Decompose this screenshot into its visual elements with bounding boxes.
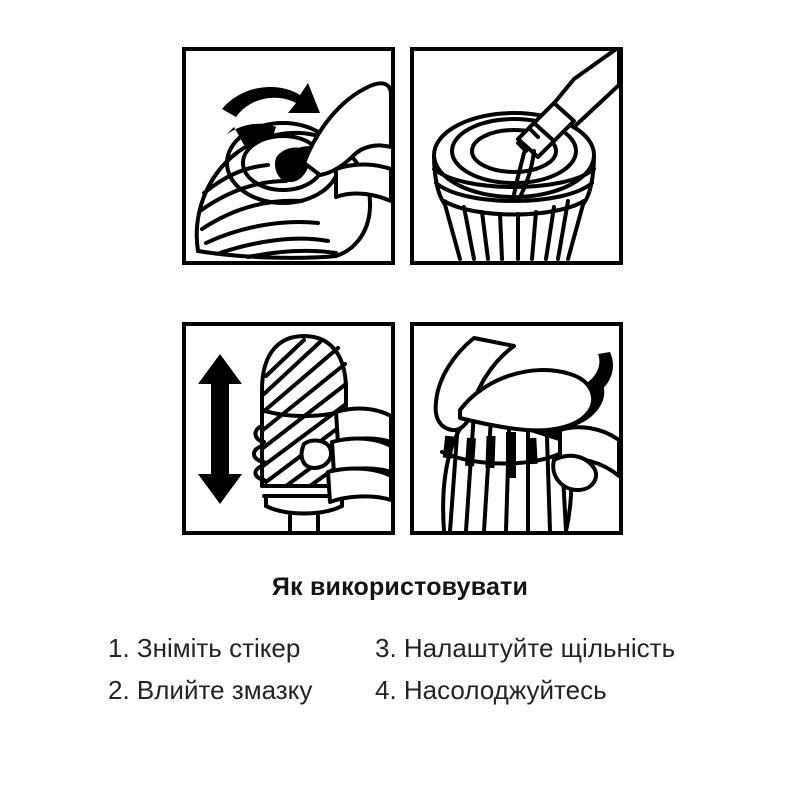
instruction-panel-1 — [182, 47, 395, 265]
pour-lubricant-icon — [432, 51, 619, 261]
steps-columns: 1. Зніміть стікер 2. Влийте змазку 3. На… — [0, 630, 800, 708]
page-title: Як використовувати — [271, 573, 529, 601]
step-item-3: 3. Налаштуйте щільність — [375, 633, 676, 663]
step-item-1: 1. Зніміть стікер — [108, 633, 301, 663]
instruction-panel-3 — [182, 322, 395, 535]
instruction-panel-grid — [182, 47, 623, 535]
peel-sticker-icon — [194, 81, 391, 260]
pull-arrow-icon — [222, 83, 320, 145]
caption-block: Як використовувати 1. Зніміть стікер 2. … — [0, 570, 800, 708]
updown-arrow-icon — [198, 354, 242, 504]
stroke-updown-icon — [198, 334, 391, 531]
instruction-panel-4 — [410, 322, 623, 535]
instruction-panel-2 — [410, 47, 623, 265]
step-item-4: 4. Насолоджуйтесь — [375, 675, 607, 705]
steps-column-right: 3. Налаштуйте щільність 4. Насолоджуйтес… — [375, 630, 750, 708]
steps-column-left: 1. Зніміть стікер 2. Влийте змазку — [50, 630, 375, 708]
step-item-2: 2. Влийте змазку — [108, 675, 313, 705]
twist-cap-icon — [433, 336, 619, 531]
